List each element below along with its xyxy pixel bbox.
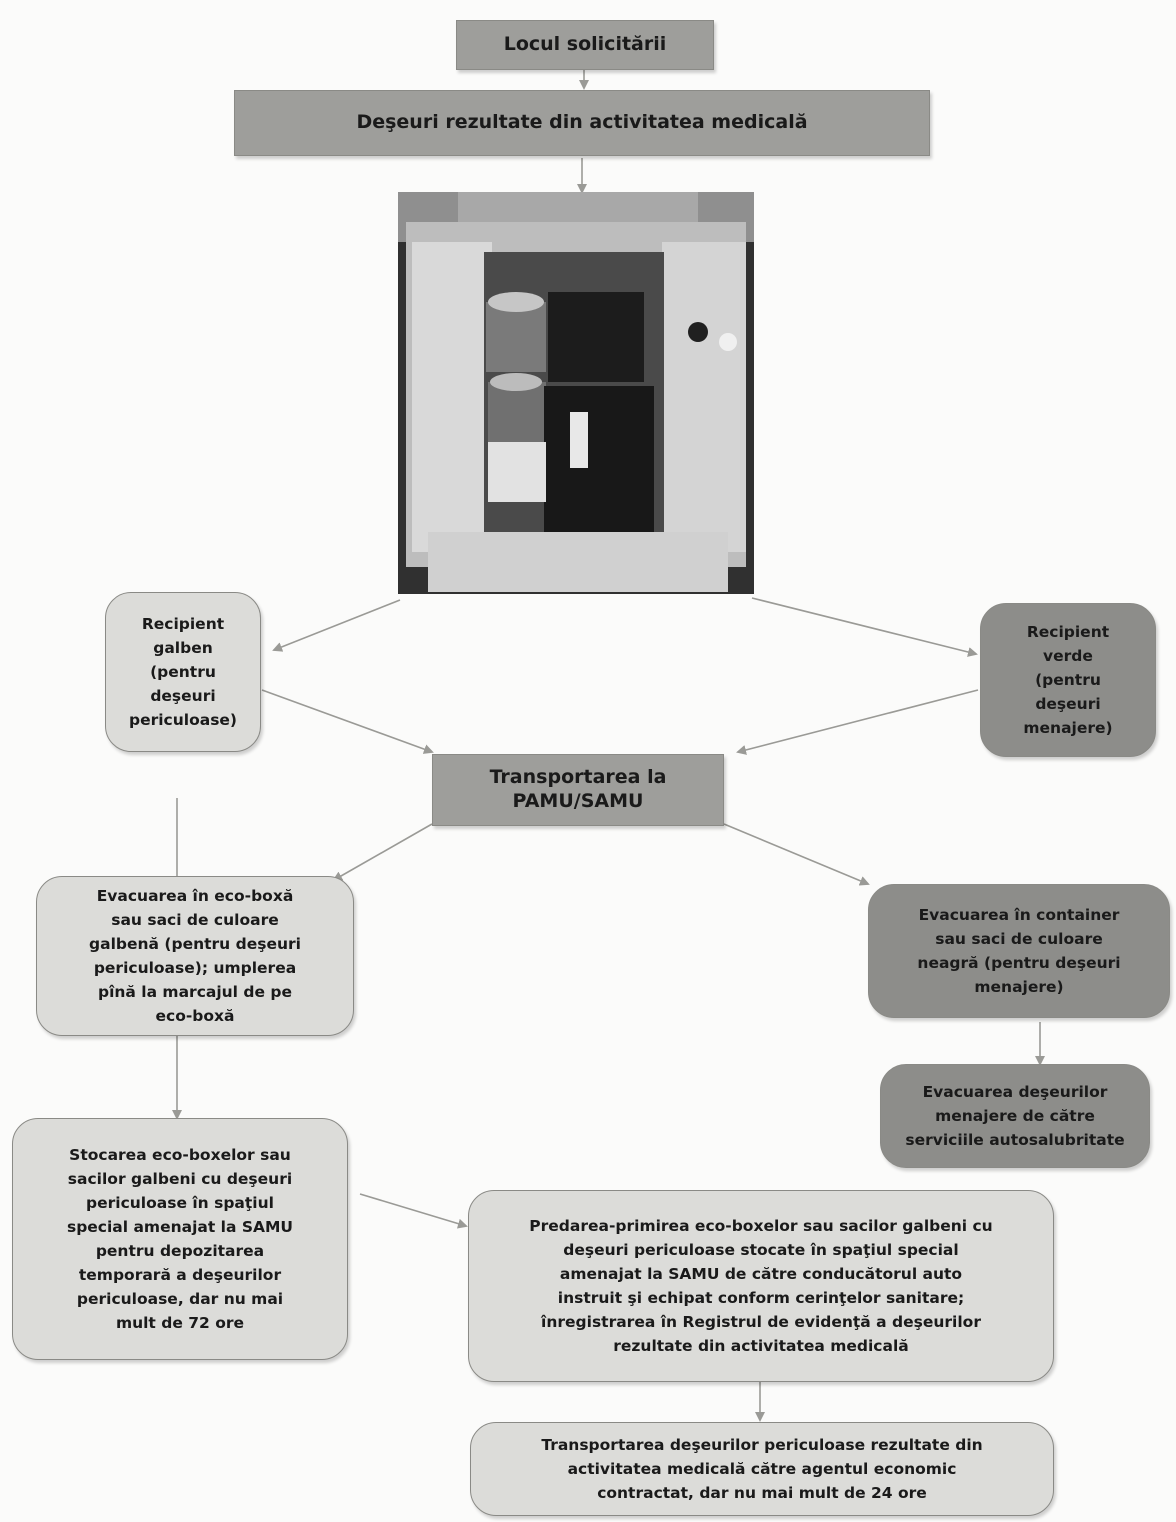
node-locul-solicitarii: Locul solicitării: [456, 20, 714, 70]
node-evacuarea-eco-boxa: Evacuarea în eco-boxă sau saci de culoar…: [36, 876, 354, 1036]
node-deseuri-activitate-medicala: Deşeuri rezultate din activitatea medica…: [234, 90, 930, 156]
node-transportarea-pamu-samu: Transportarea la PAMU/SAMU: [432, 754, 724, 826]
arrow-photo-galben: [272, 599, 401, 652]
arrow-galben-transport: [261, 689, 434, 754]
arrow-transport-eco: [332, 823, 433, 881]
arrow-stocarea-predarea: [359, 1193, 468, 1229]
node-recipient-galben: Recipient galben (pentru deşeuri pericul…: [105, 592, 261, 752]
waste-container-photo: [398, 192, 754, 594]
node-transportarea-deseurilor-periculoase: Transportarea deşeurilor periculoase rez…: [470, 1422, 1054, 1516]
arrow-verde-transport: [736, 689, 979, 755]
node-evacuarea-deseuri-menajere: Evacuarea deşeurilor menajere de către s…: [880, 1064, 1150, 1168]
node-stocarea-eco-boxelor: Stocarea eco-boxelor sau sacilor galbeni…: [12, 1118, 348, 1360]
node-predarea-primirea: Predarea-primirea eco-boxelor sau sacilo…: [468, 1190, 1054, 1382]
node-evacuarea-container: Evacuarea în container sau saci de culoa…: [868, 884, 1170, 1018]
arrow-transport-container: [723, 823, 870, 886]
arrow-photo-verde: [751, 597, 978, 657]
node-recipient-verde: Recipient verde (pentru deşeuri menajere…: [980, 603, 1156, 757]
